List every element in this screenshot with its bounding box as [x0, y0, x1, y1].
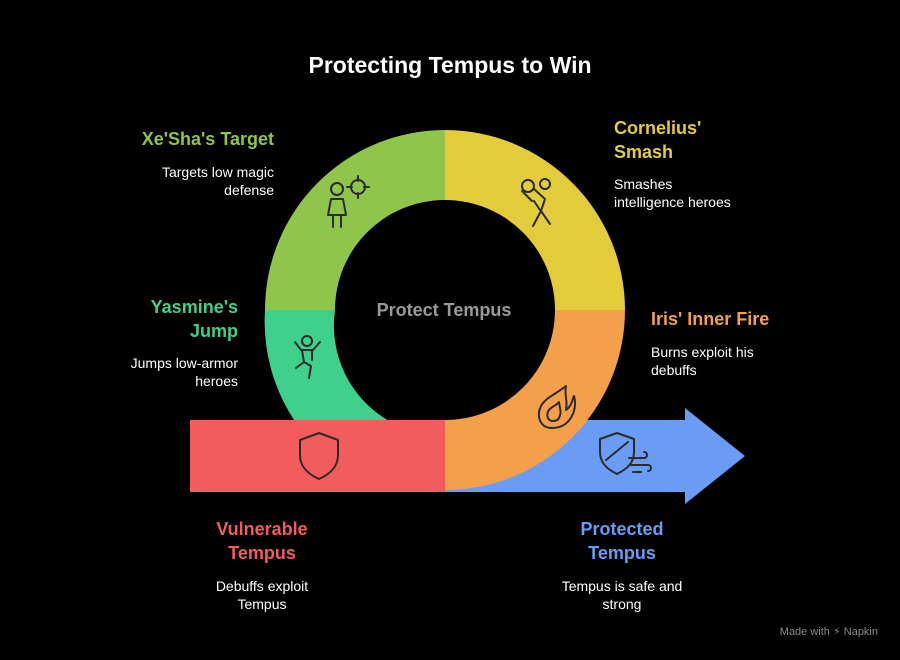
smash-icon [521, 178, 551, 227]
protected-description-line-1: Tempus is safe and [561, 578, 683, 594]
fire-icon [537, 385, 576, 429]
protected-description-line-2: strong [602, 596, 642, 612]
xesha-description-line-1: Targets low magic [161, 164, 274, 180]
cornelius-heading-line-2: Smash [614, 142, 674, 162]
xesha-description: Targets low magic defense [54, 163, 274, 199]
target-person-icon [327, 175, 370, 228]
segment-cornelius [445, 130, 625, 310]
vulnerable-description-line-1: Debuffs exploit [215, 578, 309, 594]
cornelius-description-line-2: intelligence heroes [614, 194, 731, 210]
shield-wind-icon [599, 432, 652, 475]
vulnerable-heading: Vulnerable Tempus [162, 517, 362, 565]
yasmine-description: Jumps low-armor heroes [38, 354, 238, 390]
diagram-title: Protecting Tempus to Win [308, 52, 592, 78]
cornelius-description-line-1: Smashes [614, 176, 673, 192]
segment-yasmine [264, 310, 388, 420]
protected-description: Tempus is safe and strong [522, 577, 722, 613]
cornelius-heading-line-1: Cornelius' [614, 118, 702, 138]
cornelius-heading: Cornelius' Smash [614, 116, 834, 164]
center-label: Protect Tempus [376, 300, 512, 320]
yasmine-description-line-1: Jumps low-armor [130, 355, 238, 371]
yasmine-heading: Yasmine's Jump [38, 295, 238, 343]
made-with-napkin-footer: Made with ⚡ Napkin [779, 626, 878, 638]
cornelius-description: Smashes intelligence heroes [614, 175, 834, 211]
yasmine-heading-line-2: Jump [189, 321, 238, 341]
segment-iris [445, 310, 625, 490]
iris-description-line-1: Burns exploit his [651, 344, 754, 360]
iris-description: Burns exploit his debuffs [651, 343, 871, 379]
xesha-description-line-2: defense [224, 182, 274, 198]
vulnerable-heading-line-2: Tempus [228, 543, 296, 563]
yasmine-heading-line-1: Yasmine's [150, 297, 238, 317]
protected-heading-line-2: Tempus [588, 543, 656, 563]
protected-heading: Protected Tempus [522, 517, 722, 565]
vulnerable-description: Debuffs exploit Tempus [162, 577, 362, 613]
iris-description-line-2: debuffs [651, 362, 697, 378]
vulnerable-heading-line-1: Vulnerable [216, 519, 308, 539]
shield-icon [299, 432, 339, 480]
segment-xesha [265, 130, 445, 310]
vulnerable-bar [190, 420, 445, 492]
jump-icon [294, 335, 321, 379]
xesha-heading: Xe'Sha's Target [141, 129, 274, 149]
vulnerable-description-line-2: Tempus [237, 596, 287, 612]
yasmine-description-line-2: heroes [195, 373, 238, 389]
protected-heading-line-1: Protected [580, 519, 664, 539]
iris-heading: Iris' Inner Fire [651, 309, 770, 329]
